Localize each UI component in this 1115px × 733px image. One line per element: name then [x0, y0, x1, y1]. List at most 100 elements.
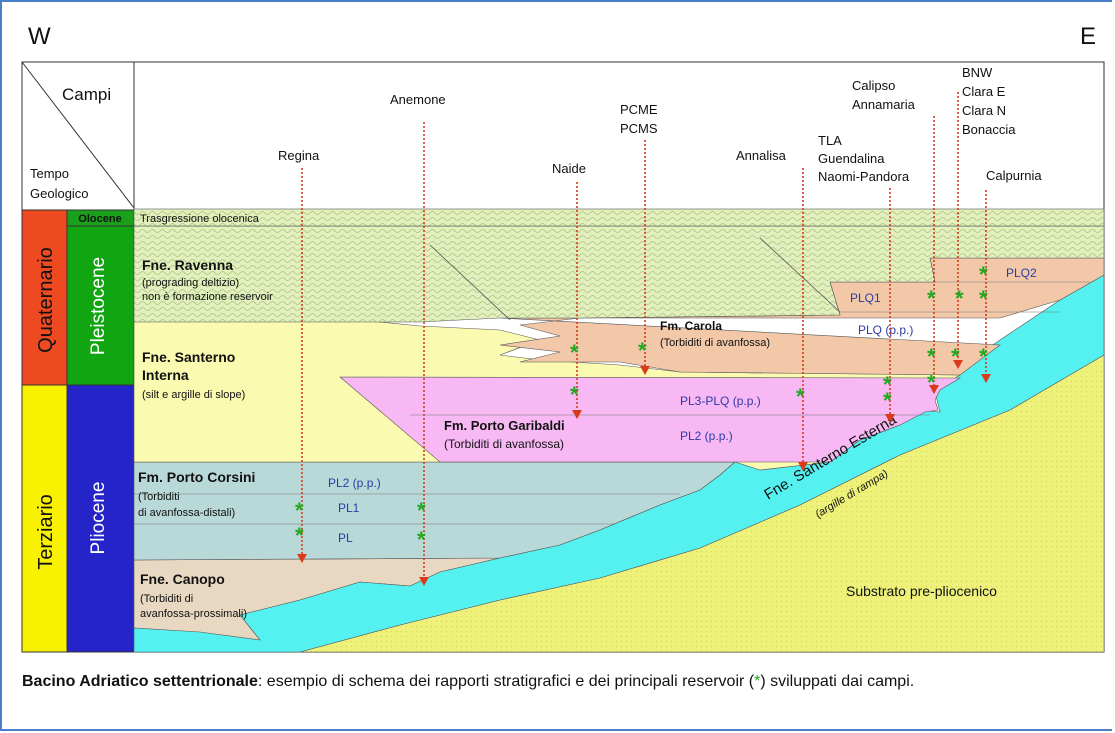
caption-star: *	[754, 673, 761, 690]
header-diagonal	[21, 61, 135, 209]
star-calpurnia-plq1: *	[979, 286, 988, 311]
ravenna-title: Fne. Ravenna	[142, 257, 233, 273]
arrowhead-regina	[297, 554, 307, 563]
pleistocene-label: Pleistocene	[88, 257, 109, 355]
star-naide-carola: *	[570, 340, 579, 365]
arrowhead-naide	[572, 410, 582, 419]
star-naomi-1: *	[883, 372, 892, 397]
reservoir-pl1: PL1	[338, 501, 360, 515]
reservoir-plq2: PLQ2	[1006, 266, 1037, 280]
garibaldi-sub: (Torbiditi di avanfossa)	[444, 437, 564, 451]
reservoir-pl2-pp-right: PL2 (p.p.)	[680, 429, 733, 443]
quaternario-band	[21, 209, 68, 386]
terziario-band	[21, 384, 68, 653]
santerno-interna-title-2: Interna	[142, 367, 189, 383]
ravenna-clinoform-2	[759, 237, 841, 313]
campi-label: Campi	[62, 85, 111, 104]
olocene-label: Olocene	[78, 213, 121, 225]
caption-text-2: ) sviluppati dai campi.	[760, 673, 915, 690]
star-annamaria-plq1: *	[927, 286, 936, 311]
star-regina-pl: *	[295, 523, 304, 548]
garibaldi-title: Fm. Porto Garibaldi	[444, 418, 565, 433]
caption-bold: Bacino Adriatico settentrionale	[22, 673, 258, 690]
quaternario-label: Quaternario	[35, 247, 57, 353]
field-bnw: BNW	[962, 65, 993, 80]
field-tla: TLA	[818, 133, 842, 148]
star-bonaccia-plq: *	[951, 344, 960, 369]
field-pcms: PCMS	[620, 121, 658, 136]
star-anemone-pl: *	[417, 527, 426, 552]
reservoir-plq1: PLQ1	[850, 291, 881, 305]
east-label: E	[1080, 23, 1096, 50]
corsini-sub2: di avanfossa-distali)	[138, 507, 235, 519]
caption-text-1: : esempio di schema dei rapporti stratig…	[257, 673, 755, 690]
canopo-sub1: (Torbiditi di	[140, 593, 193, 605]
reservoir-pl2-pp-left: PL2 (p.p.)	[328, 476, 381, 490]
star-naide-pl3: *	[570, 382, 579, 407]
star-calpurnia-plq2: *	[979, 262, 988, 287]
well-arrowheads	[297, 360, 991, 586]
star-naomi-2: *	[883, 388, 892, 413]
trasgressione-label: Trasgressione olocenica	[140, 213, 260, 225]
field-guendalina: Guendalina	[818, 151, 885, 166]
santerno-interna-sub: (silt e argille di slope)	[142, 389, 245, 401]
field-regina: Regina	[278, 148, 320, 163]
arrowhead-annamaria	[929, 385, 939, 394]
ravenna-sub1: (prograding deltizio)	[142, 277, 239, 289]
carola-title: Fm. Carola	[660, 319, 722, 333]
trasgressione-layer	[133, 208, 1105, 227]
field-annalisa: Annalisa	[736, 148, 787, 163]
star-annamaria-pl3: *	[927, 370, 936, 395]
star-bonaccia-plq1: *	[955, 286, 964, 311]
field-bonaccia: Bonaccia	[962, 122, 1016, 137]
field-pcme: PCME	[620, 102, 658, 117]
field-clara-e: Clara E	[962, 84, 1006, 99]
arrowhead-anemone	[419, 577, 429, 586]
field-naomi-pandora: Naomi-Pandora	[818, 169, 910, 184]
star-calpurnia-plq: *	[979, 344, 988, 369]
star-pcme-carola: *	[638, 338, 647, 363]
corsini-title: Fm. Porto Corsini	[138, 469, 255, 485]
corsini-sub1: (Torbiditi	[138, 491, 180, 503]
arrowhead-pcme	[640, 366, 650, 375]
arrowhead-bonaccia	[953, 360, 963, 369]
field-calipso: Calipso	[852, 78, 895, 93]
ravenna-sub2: non è formazione reservoir	[142, 291, 273, 303]
carola-sub: (Torbiditi di avanfossa)	[660, 337, 770, 349]
field-anemone: Anemone	[390, 92, 446, 107]
arrowhead-naomi	[885, 414, 895, 423]
ravenna-clinoform-1	[429, 244, 511, 321]
pliocene-label: Pliocene	[88, 482, 109, 555]
field-naide: Naide	[552, 161, 586, 176]
reservoir-pl3-plq: PL3-PLQ (p.p.)	[680, 394, 761, 408]
west-label: W	[28, 23, 51, 50]
well-lines	[301, 92, 987, 577]
field-annamaria: Annamaria	[852, 97, 916, 112]
reservoir-plq-pp: PLQ (p.p.)	[858, 323, 913, 337]
field-calpurnia: Calpurnia	[986, 168, 1042, 183]
arrowhead-annalisa	[798, 462, 808, 471]
substrato-label: Substrato pre-pliocenico	[846, 583, 997, 599]
figure-caption: Bacino Adriatico settentrionale: esempio…	[22, 671, 1112, 693]
canopo-sub2: avanfossa-prossimali)	[140, 608, 247, 620]
canopo-title: Fne. Canopo	[140, 571, 225, 587]
terziario-label: Terziario	[35, 494, 57, 570]
reservoir-stars: * * * * * * * * * * * * * * * * * *	[295, 262, 988, 552]
pleistocene-band	[66, 225, 135, 386]
porto-garibaldi-layer	[339, 376, 962, 463]
star-anemone-pl1: *	[417, 498, 426, 523]
reservoir-pl: PL	[338, 531, 353, 545]
tempo-label: Tempo	[30, 166, 69, 181]
geologico-label: Geologico	[30, 186, 89, 201]
pliocene-band	[66, 384, 135, 653]
field-clara-n: Clara N	[962, 103, 1006, 118]
star-annamaria-plq: *	[927, 344, 936, 369]
carola-layer	[499, 257, 1105, 376]
arrowhead-calpurnia	[981, 374, 991, 383]
ravenna-layer	[133, 225, 1105, 323]
santerno-interna-title-1: Fne. Santerno	[142, 349, 235, 365]
star-regina-pl1: *	[295, 498, 304, 523]
star-annalisa-pl3: *	[796, 384, 805, 409]
